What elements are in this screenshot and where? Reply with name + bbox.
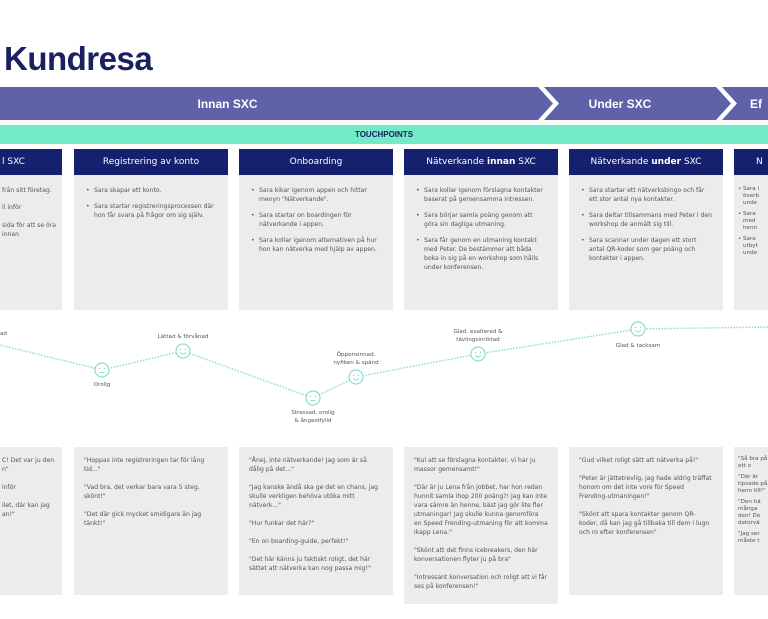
quote: "Kul att se förslagna kontakter, vi har … (414, 457, 536, 473)
quote-card-0: C! Det var ju den n" inför ilet, där kan… (0, 447, 62, 595)
card-item: Sara skapar ett konto. (86, 186, 218, 195)
smiley-face-icon (630, 321, 646, 337)
column-header-onboarding: Onboarding (239, 149, 393, 175)
column-header-natverkande-innan: Nätverkande innan SXC (404, 149, 558, 175)
quote: inför (2, 484, 16, 491)
card-item: Sara kikar igenom appen och hittar menyn… (251, 186, 383, 204)
quote: ilet, där kan jag an!" (2, 502, 50, 518)
quote: "Peter är jättetrevlig, jag hade aldrig … (579, 475, 712, 500)
page-title: Kundresa (4, 40, 153, 77)
column-card-natverkande-innan: Sara kollar igenom förslagna kontakter b… (404, 175, 558, 310)
column-card-registrering: Sara skapar ett konto. Sara startar regis… (74, 175, 228, 310)
emotion-label: Glad, exalterad & tävlingsinriktad (453, 329, 503, 343)
quote: "Jag kanske ändå ska ge det en chans, ja… (249, 484, 378, 509)
quote: "Hoppas inte registreringen tar för lång… (84, 457, 205, 473)
card-item: Sara startar on boardingen för nätverkan… (251, 211, 383, 229)
emotion-label: Öppensinnad, nyfiken & spänd (333, 352, 379, 366)
quote-card-natverkande-under: "Gud vilket roligt sätt att nätverka på!… (569, 447, 723, 595)
card-item: Sara deltar tillsammans med Peter i den … (581, 211, 713, 229)
quote: "Ånej, inte nätverkande! Jag som är så d… (249, 457, 367, 473)
header-text: SXC (681, 157, 702, 167)
card-item: il inför (2, 204, 22, 211)
card-item: Sara i överb unde (738, 186, 768, 207)
quote: "Där är ju Lena från jobbet, har hon red… (414, 484, 548, 536)
smiley-face-icon (470, 346, 486, 362)
touchpoints-bar: TOUCHPOINTS (0, 125, 768, 144)
emotion-label: Lättad & förvånad (157, 334, 209, 340)
quote: "Vad bra, det verkar bara vara 5 steg, s… (84, 484, 200, 500)
emotion-label: ad (0, 331, 7, 337)
column-card-0: från sitt företag. il inför sida för att… (0, 175, 62, 310)
phase-under-sxc: Under SXC (588, 96, 652, 111)
quote: "Hur funkar det här?" (249, 520, 315, 527)
card-item: Sara får genom en utmaning kontakt med P… (416, 236, 548, 272)
column-card-5: Sara i överb undeSara med hennSara utbyt… (734, 175, 768, 310)
header-text: Nätverkande (590, 157, 652, 167)
quote: "Det där gick mycket smidigare än jag tä… (84, 511, 202, 527)
card-item: Sara startar registreringsprocessen där … (86, 202, 218, 220)
emotion-label: Orolig (93, 382, 111, 388)
phase-innan-shape (0, 87, 553, 120)
worried-face-icon (94, 362, 110, 378)
quote: "Gud vilket roligt sätt att nätverka på!… (579, 457, 699, 464)
card-item: Sara scannar under dagen ett stort antal… (581, 236, 713, 263)
column-header-5: N (734, 149, 768, 175)
quote: "Skönt att det finns icebreakers, den hä… (414, 547, 538, 563)
header-bold: innan (486, 157, 516, 167)
card-item: Sara börjar samla poäng genom att göra s… (416, 211, 548, 229)
card-item: sida för att se öra innan (2, 222, 57, 238)
emotion-label: Stressad, orolig & ångestfylld (291, 410, 335, 424)
smiley-face-icon (175, 343, 191, 359)
column-header-natverkande-under: Nätverkande under SXC (569, 149, 723, 175)
phase-efter-shape (722, 87, 768, 120)
quote: "Så bra på ett o (738, 456, 768, 469)
phase-under-shape (544, 87, 731, 120)
quote: "Jag ser måste t (738, 531, 760, 544)
phase-bar: Innan SXC Under SXC Ef (0, 87, 768, 120)
phase-innan-sxc: Innan SXC (197, 96, 258, 111)
quote: "Där är tipsade på henn till!" (738, 474, 768, 494)
quote: "En on boarding-guide, perfekt!" (249, 538, 349, 545)
column-card-onboarding: Sara kikar igenom appen och hittar menyn… (239, 175, 393, 310)
quote: C! Det var ju den n" (2, 457, 55, 473)
header-text: SXC (515, 157, 536, 167)
column-header-registrering: Registrering av konto (74, 149, 228, 175)
card-item: Sara kollar igenom alternativen på hur h… (251, 236, 383, 254)
card-item: Sara kollar igenom förslagna kontakter b… (416, 186, 548, 204)
quote: "Skönt att spara kontakter genom QR-kode… (579, 511, 710, 536)
card-item: Sara utbyt unde (738, 236, 768, 257)
header-text: Nätverkande (426, 157, 487, 167)
quote-card-registrering: "Hoppas inte registreringen tar för lång… (74, 447, 228, 595)
emotion-line (0, 326, 768, 399)
quote-card-5: "Så bra på ett o "Där är tipsade på henn… (734, 447, 768, 595)
emotion-label: Glad & tacksam (615, 343, 661, 349)
quote-card-onboarding: "Ånej, inte nätverkande! Jag som är så d… (239, 447, 393, 595)
header-bold: under (651, 157, 682, 167)
phase-arrows (0, 87, 768, 120)
column-header-0: l SXC (0, 149, 62, 175)
card-item: Sara med henn (738, 211, 768, 232)
quote: "Det här känns ju faktiskt roligt, det h… (249, 556, 371, 572)
quote-card-natverkande-innan: "Kul att se förslagna kontakter, vi har … (404, 447, 558, 604)
worried-face-icon (305, 390, 321, 406)
quote: "Intressant konversation och roligt att … (414, 574, 548, 590)
phase-efter-sxc: Ef (750, 96, 762, 111)
smiley-face-icon (348, 369, 364, 385)
card-item: från sitt företag. (2, 187, 52, 194)
column-card-natverkande-under: Sara startar ett nätverksbingo och får e… (569, 175, 723, 310)
quote: "Den hä många den! De datorvä (738, 499, 761, 526)
card-item: Sara startar ett nätverksbingo och får e… (581, 186, 713, 204)
